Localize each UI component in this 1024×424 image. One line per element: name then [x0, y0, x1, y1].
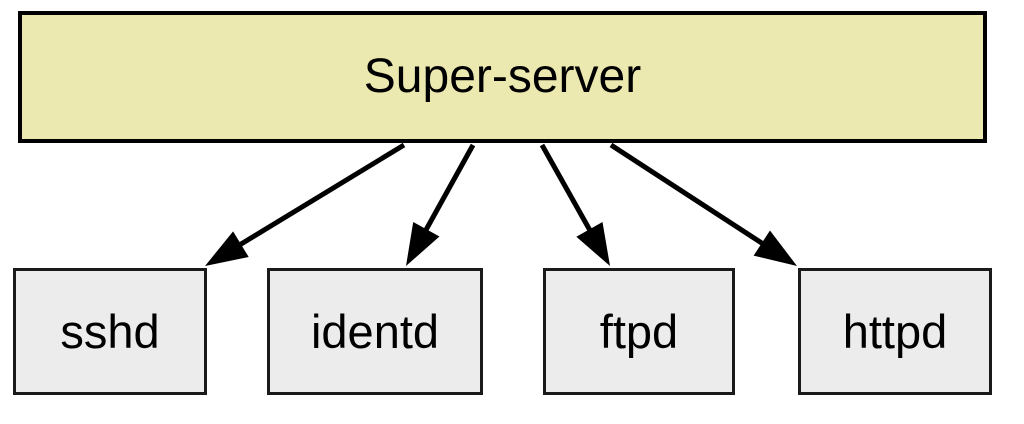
- node-identd[interactable]: identd: [267, 268, 483, 395]
- edge-line-ftpd: [539, 143, 595, 236]
- node-super-server[interactable]: Super-server: [18, 11, 987, 143]
- arrow-head-sshd: [205, 231, 249, 266]
- node-label-sshd: sshd: [60, 305, 160, 358]
- edges-group: [205, 142, 797, 266]
- node-httpd[interactable]: httpd: [798, 268, 992, 395]
- edge-line-identd: [421, 143, 476, 236]
- arrow-head-httpd: [753, 230, 797, 266]
- node-label-identd: identd: [310, 305, 440, 358]
- node-label-super-server: Super-server: [363, 50, 642, 103]
- node-ftpd[interactable]: ftpd: [543, 268, 735, 395]
- arrow-head-identd: [406, 221, 440, 266]
- arrow-head-ftpd: [576, 222, 610, 266]
- node-sshd[interactable]: sshd: [13, 268, 207, 395]
- edge-line-httpd: [609, 142, 769, 249]
- node-label-httpd: httpd: [842, 305, 948, 358]
- node-label-ftpd: ftpd: [599, 305, 679, 358]
- edge-line-sshd: [234, 142, 406, 250]
